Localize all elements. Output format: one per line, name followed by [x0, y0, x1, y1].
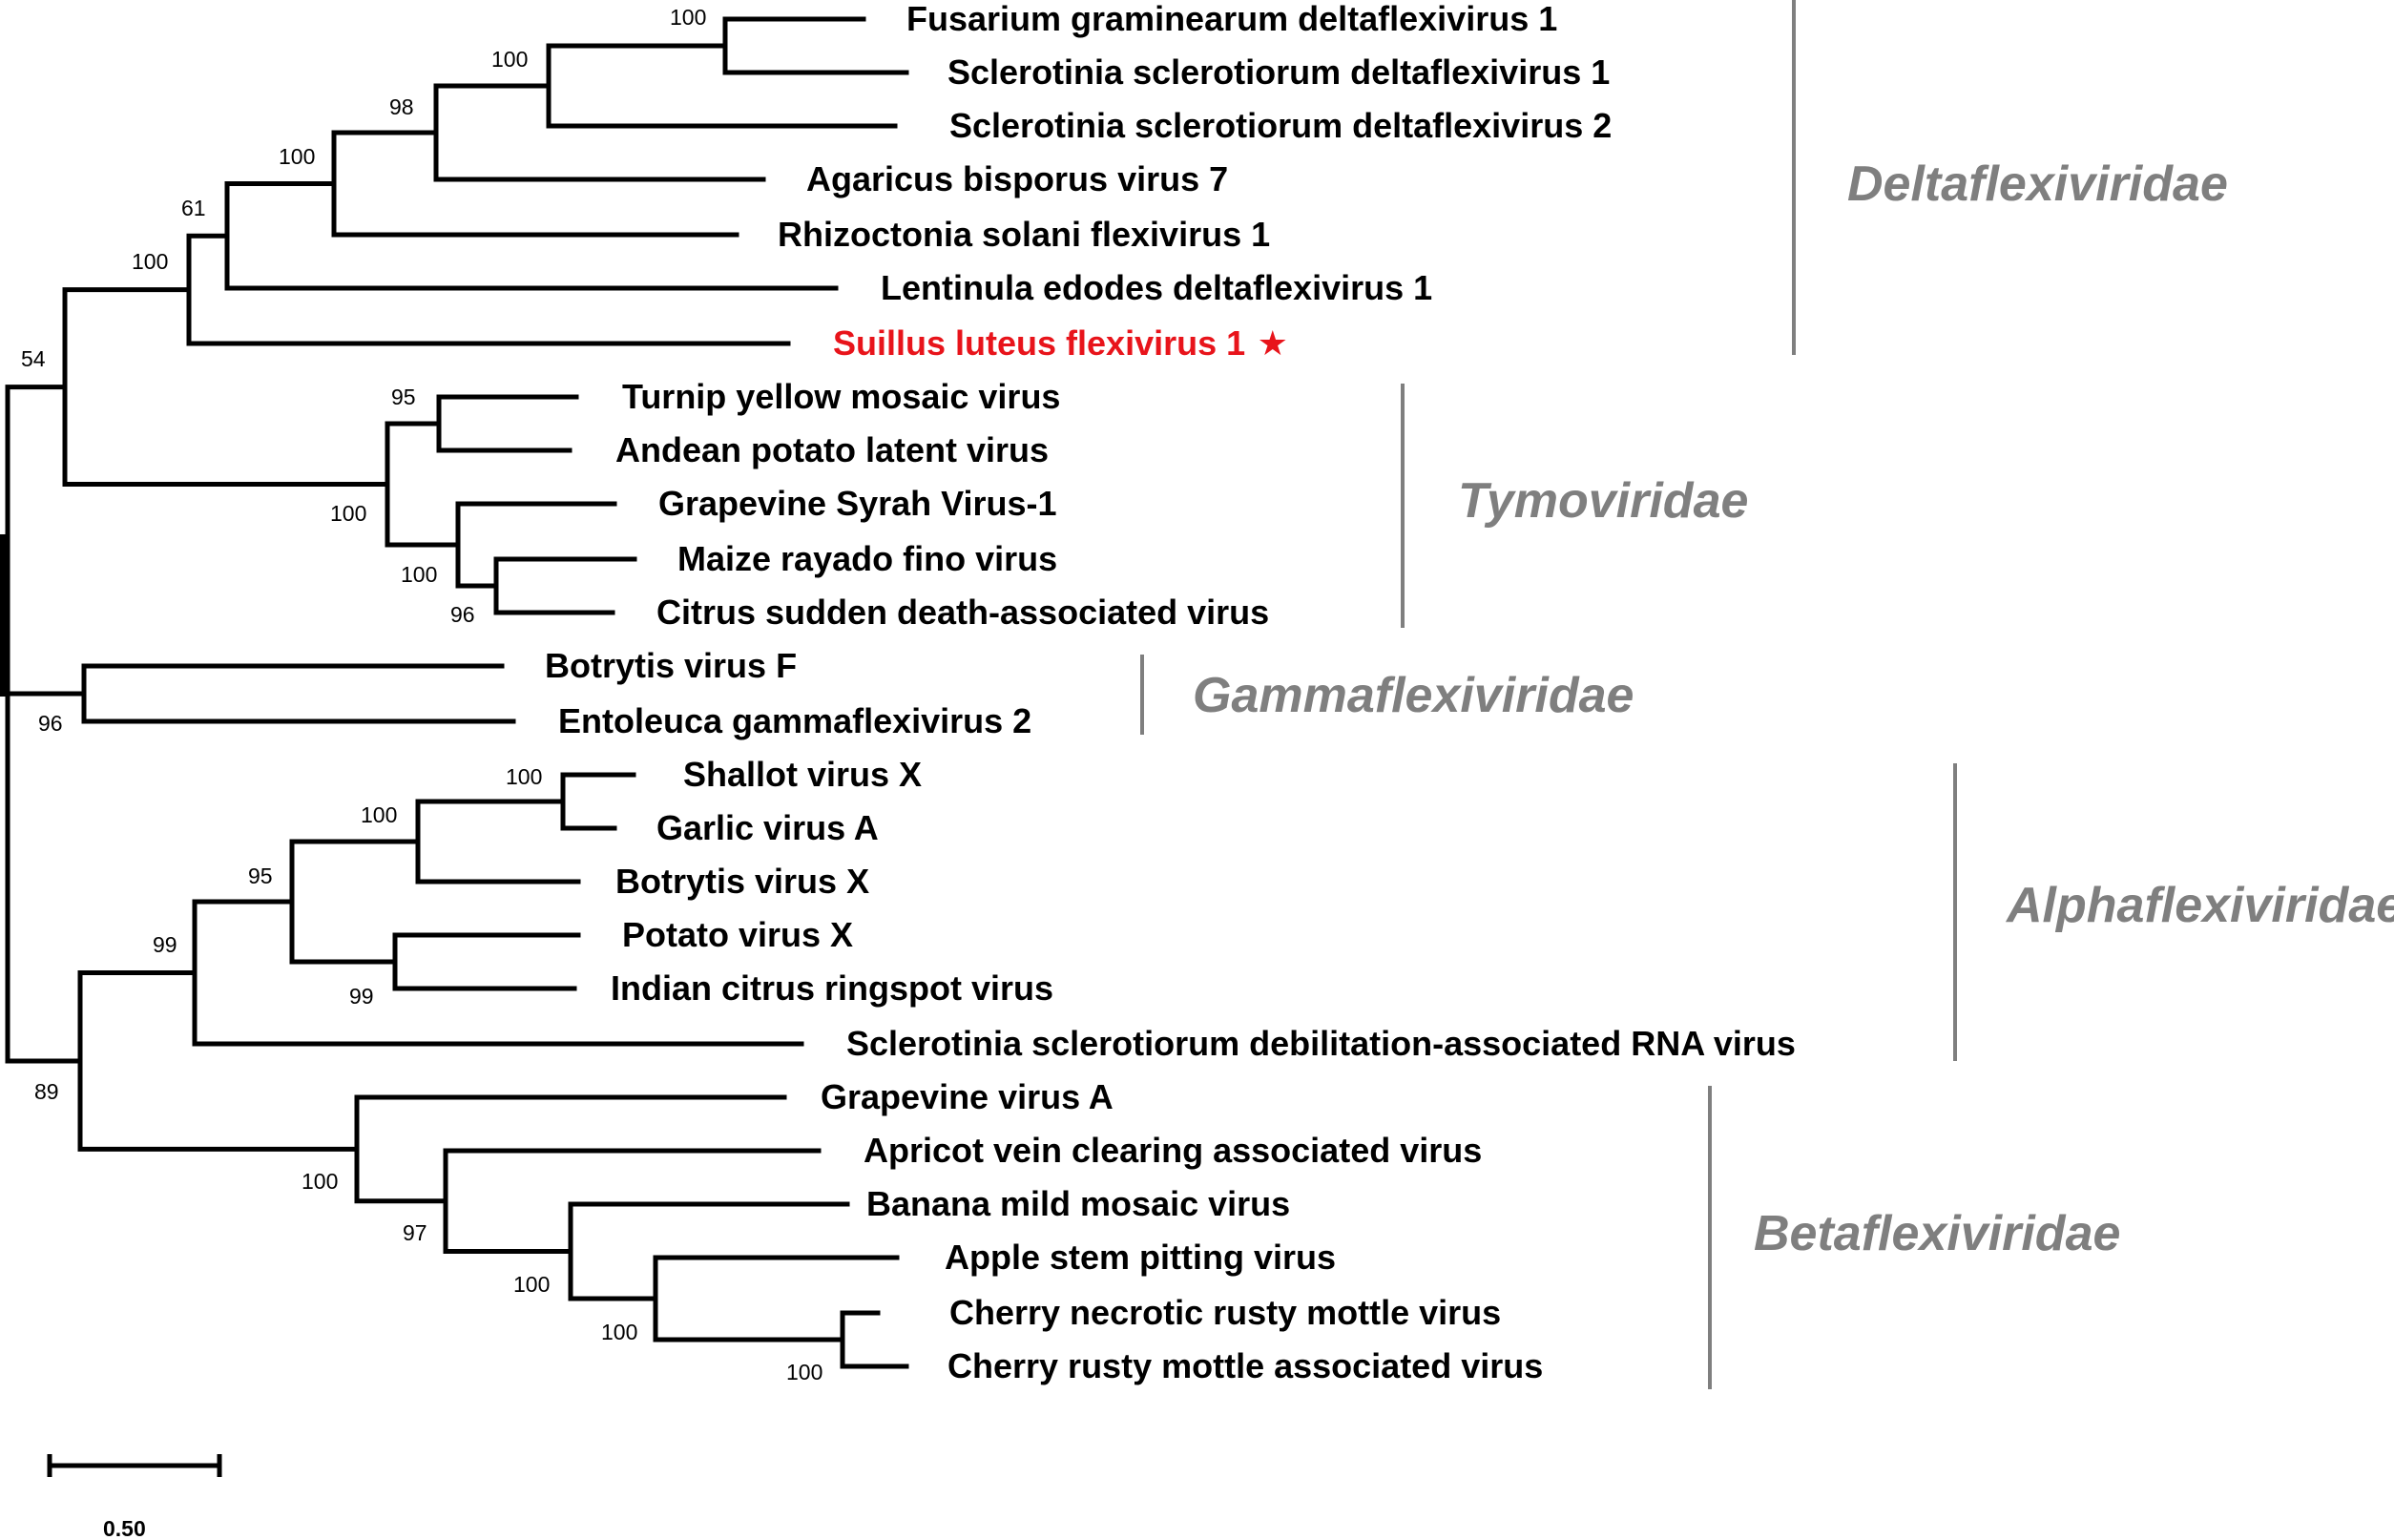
- support-value-delta-rhizoctonia-group: 100: [279, 144, 315, 169]
- branch-ap: [653, 1255, 900, 1342]
- taxon-label: Sclerotinia sclerotiorum debilitation-as…: [846, 1024, 1796, 1063]
- branch-sg: [560, 772, 636, 831]
- support-value-alphaflexiviridae: 99: [153, 932, 177, 957]
- tree-branches: [0, 16, 909, 1369]
- scale-bar: 0.50: [47, 1454, 222, 1540]
- branch-ss: [546, 43, 898, 129]
- taxon-label: Lentinula edodes deltaflexivirus 1: [881, 268, 1432, 307]
- support-value-apple-group: 100: [601, 1320, 637, 1344]
- taxon-label: Cherry necrotic rusty mottle virus: [949, 1293, 1501, 1332]
- taxon-label: Grapevine virus A: [821, 1077, 1114, 1116]
- support-value-potexvirus-group: 95: [248, 864, 273, 888]
- support-value-maize-citrus: 96: [450, 602, 475, 627]
- star-icon: ★: [1245, 324, 1288, 364]
- support-value-delta-agaricus-group: 98: [389, 94, 414, 119]
- taxon-label: Indian citrus ringspot virus: [611, 968, 1053, 1008]
- branch-mc: [493, 556, 637, 615]
- branch-fs: [722, 16, 909, 75]
- taxon-label: Entoleuca gammaflexivirus 2: [558, 701, 1031, 740]
- family-clade-labels: DeltaflexiviridaeTymoviridaeGammaflexivi…: [1140, 0, 2394, 1389]
- branch-ba: [568, 1201, 850, 1301]
- taxon-labels: Fusarium graminearum deltaflexivirus 1 Sc…: [545, 0, 1796, 1385]
- taxon-label: Cherry rusty mottle associated virus: [947, 1346, 1543, 1385]
- support-value-betaflexiviridae: 100: [302, 1169, 338, 1194]
- taxon-label: Sclerotinia sclerotiorum deltaflexivirus…: [947, 52, 1610, 92]
- taxon-label: Garlic virus A: [656, 808, 879, 847]
- family-label-tymo: Tymoviridae: [1458, 473, 1748, 529]
- branch-apr: [443, 1148, 822, 1254]
- scale-bar-label: 0.50: [103, 1516, 146, 1540]
- branch-cp: [840, 1310, 909, 1369]
- taxon-label: Potato virus X: [622, 915, 853, 954]
- support-value-gammaflexiviridae: 96: [38, 711, 63, 736]
- taxon-label: Suillus luteus flexivirus 1 ★: [833, 323, 1288, 364]
- support-value-shallot-garlic: 100: [506, 764, 542, 789]
- taxon-label: Botrytis virus F: [545, 646, 797, 685]
- support-value-turnip-andean: 95: [391, 385, 416, 409]
- support-value-banana-group: 100: [513, 1272, 550, 1297]
- taxon-label: Turnip yellow mosaic virus: [622, 377, 1060, 416]
- branch-ty: [385, 421, 461, 548]
- support-value-tymoviridae: 100: [330, 501, 366, 526]
- branch-pi: [392, 932, 581, 991]
- support-value-alpha-beta: 89: [34, 1079, 59, 1104]
- taxon-label: Grapevine Syrah Virus-1: [658, 484, 1057, 523]
- support-value-cherry-pair: 100: [786, 1360, 822, 1384]
- branch-gm: [455, 501, 617, 589]
- branch-ag: [433, 83, 766, 182]
- root-bar: [0, 534, 10, 697]
- branch-ta: [436, 394, 579, 453]
- taxon-label: Citrus sudden death-associated virus: [656, 593, 1269, 632]
- support-value-delta-tymo-group: 54: [21, 346, 46, 371]
- support-value-apricot-group: 97: [403, 1220, 427, 1245]
- taxon-label: Sclerotinia sclerotiorum deltaflexivirus…: [949, 106, 1612, 145]
- taxon-label: Rhizoctonia solani flexivirus 1: [778, 215, 1270, 254]
- branch-ab: [77, 970, 360, 1152]
- branch-px: [289, 839, 421, 965]
- support-value-delta-lentinula-group: 61: [181, 196, 206, 220]
- family-label-alpha: Alphaflexiviridae: [2005, 878, 2394, 933]
- branch-gf: [81, 663, 516, 724]
- family-label-beta: Betaflexiviridae: [1754, 1206, 2120, 1261]
- taxon-label: Shallot virus X: [683, 755, 922, 794]
- taxon-label: Agaricus bisporus virus 7: [806, 159, 1228, 198]
- taxon-label: Banana mild mosaic virus: [866, 1184, 1290, 1223]
- taxon-label: Apple stem pitting virus: [945, 1238, 1336, 1277]
- family-label-gamma: Gammaflexiviridae: [1193, 668, 1634, 723]
- support-value-shallot-botrytisx: 100: [361, 802, 397, 827]
- support-value-delta-sclerotinia-group: 100: [491, 47, 528, 72]
- scale-bar-line: [47, 1454, 222, 1477]
- taxon-label: Andean potato latent virus: [615, 430, 1049, 469]
- taxon-label: Maize rayado fino virus: [677, 539, 1057, 578]
- taxon-label: Fusarium graminearum deltaflexivirus 1: [906, 0, 1557, 38]
- family-label-delta: Deltaflexiviridae: [1847, 156, 2228, 212]
- branch-dt: [62, 287, 390, 487]
- taxon-label: Apricot vein clearing associated virus: [864, 1131, 1482, 1170]
- taxon-label: Botrytis virus X: [615, 862, 869, 901]
- support-value-fusarium-sclerotinia1: 100: [670, 5, 706, 30]
- support-value-grapevine-maize-citrus: 100: [401, 562, 437, 587]
- bootstrap-support-values: 100 100 98 100 61 100 54 95 100 100 96 96 100 100 95 99…: [21, 5, 822, 1384]
- support-value-potato-indian: 99: [349, 984, 374, 1009]
- branch-root: [5, 385, 87, 1064]
- branch-sb: [415, 799, 581, 884]
- branch-rh: [331, 130, 739, 238]
- support-value-delta-suillus-group: 100: [132, 249, 168, 274]
